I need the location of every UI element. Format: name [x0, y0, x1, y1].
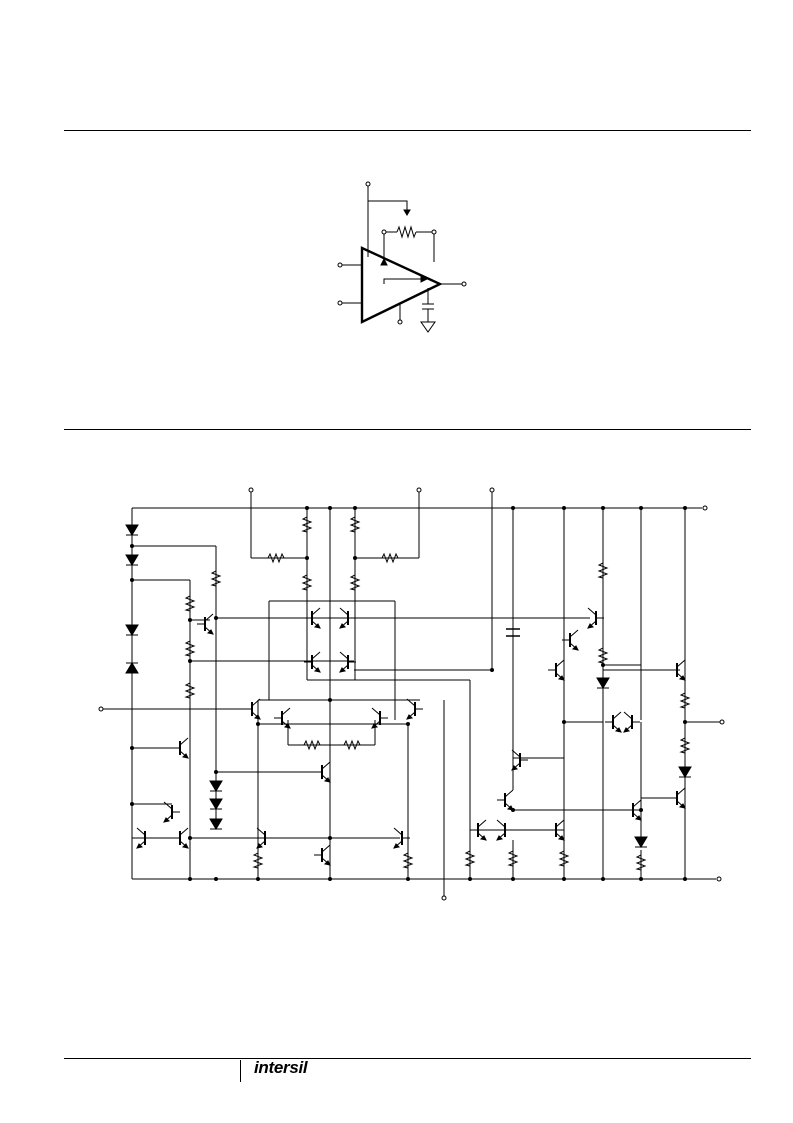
footer-divider — [240, 1060, 241, 1082]
junction-dots — [130, 506, 687, 881]
op-amp-triangle-icon — [337, 181, 467, 333]
transistor-icons — [136, 607, 686, 866]
top-rule — [64, 130, 751, 131]
resistor-icons — [185, 513, 690, 873]
diode-icons — [125, 524, 692, 848]
middle-rule — [64, 429, 751, 430]
compensation-capacitor-icon — [506, 628, 520, 637]
footer-rule — [64, 1058, 751, 1059]
brand-logo: intersil — [254, 1058, 308, 1077]
schematic-wiring — [98, 487, 725, 901]
